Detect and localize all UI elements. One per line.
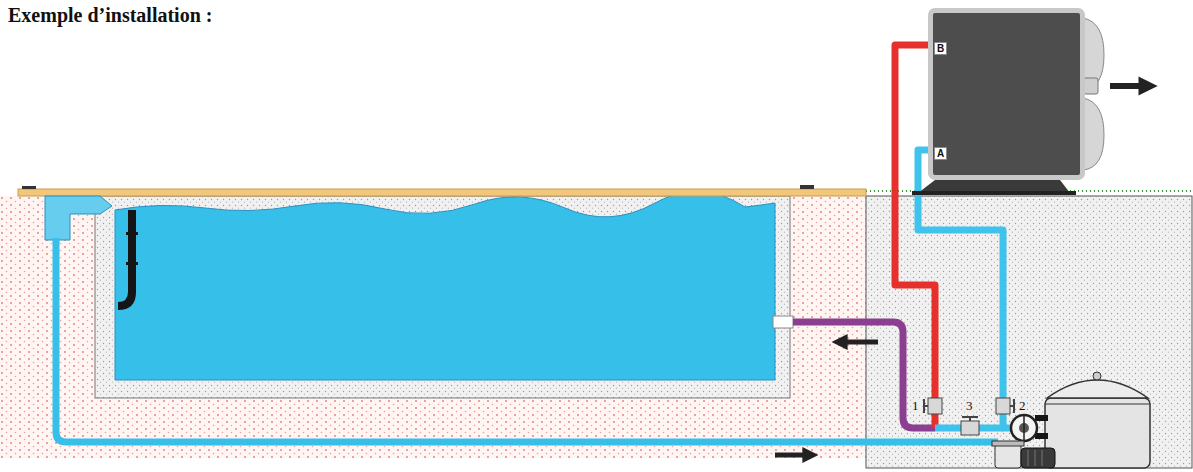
flow-arrow — [838, 340, 878, 345]
valve-1 — [924, 398, 942, 414]
port-letter: B — [934, 42, 947, 55]
diagram-title: Exemple d’installation : — [8, 4, 212, 27]
multiport-valve — [1011, 415, 1037, 441]
callout-number: 1 — [911, 399, 920, 413]
pool-water — [115, 191, 775, 380]
pool-deck — [18, 189, 866, 196]
deck-edge — [800, 185, 814, 189]
callout-number: 3 — [965, 399, 974, 413]
heat-pump-box: BA — [928, 8, 1085, 180]
air-flow-arrow — [1110, 83, 1150, 89]
port-letter: A — [934, 147, 947, 160]
deck-edge — [22, 186, 36, 189]
suction-pipe — [56, 238, 998, 442]
pump — [992, 441, 1055, 468]
return-pipe — [118, 210, 132, 306]
flow-arrow — [775, 453, 812, 458]
sand-filter — [1045, 372, 1150, 468]
return-inlet — [773, 316, 793, 328]
valve-3 — [961, 417, 979, 435]
return-pipe-purple — [793, 322, 935, 428]
skimmer — [45, 196, 112, 240]
valve-2 — [996, 398, 1014, 414]
callout-number: 2 — [1018, 399, 1027, 413]
